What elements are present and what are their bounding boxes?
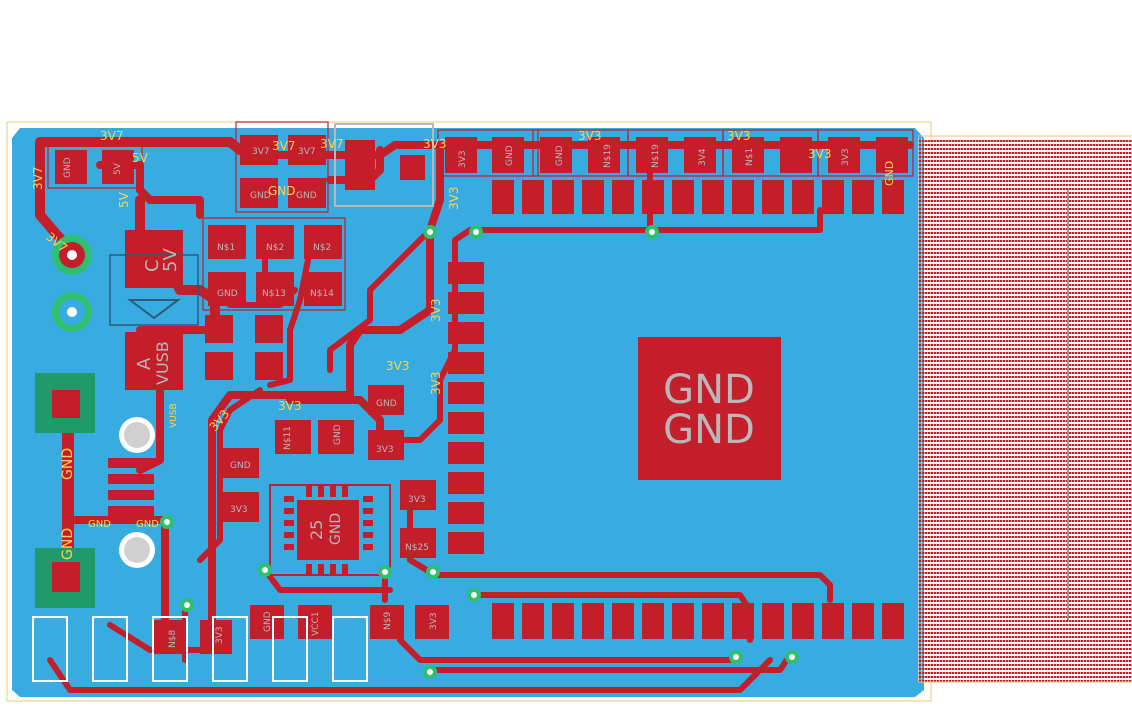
net-label-gnd: GND xyxy=(88,519,111,530)
module-pads-top xyxy=(492,180,904,214)
pad-label: 3V3 xyxy=(230,505,248,515)
top-caps xyxy=(235,121,434,213)
pad-label: GND xyxy=(263,611,273,632)
pad-label: N$14 xyxy=(310,289,334,299)
antenna-area xyxy=(918,135,1132,683)
pad-label: N$19 xyxy=(603,144,613,168)
usb-shield-pads xyxy=(35,373,155,608)
pad-label: 5V xyxy=(113,162,123,175)
net-label-3v7: 3V7 xyxy=(320,137,343,151)
pad-label: N$9 xyxy=(383,612,393,630)
pad-label: N$11 xyxy=(283,426,293,450)
diode-cathode-net: 5V xyxy=(160,248,181,272)
pad-label: 3V3 xyxy=(376,445,394,455)
resistor-grid xyxy=(202,217,346,380)
pad-labels: GND 5V 3V7 GND 3V7 GND N$1 N$2 N$2 GND N… xyxy=(63,147,439,648)
net-label-3v3: 3V3 xyxy=(808,147,831,161)
header-top xyxy=(437,129,914,177)
left-components xyxy=(47,145,199,516)
pad-label: N$13 xyxy=(262,289,286,299)
net-label-vusb: VUSB xyxy=(169,403,179,428)
diode-anode-label: A xyxy=(134,357,155,370)
component-text: C 5V A VUSB 25 GND xyxy=(134,248,344,545)
pad-label: 3V3 xyxy=(215,626,225,644)
qfn-ic xyxy=(269,484,391,576)
net-label-5v: 5V xyxy=(117,191,131,208)
module-pads-left xyxy=(448,262,484,554)
net-label-gnd: GND xyxy=(268,184,296,198)
pad-label: GND xyxy=(376,399,397,409)
pad-label: 3V3 xyxy=(429,612,439,630)
pad-label: N$2 xyxy=(266,243,284,253)
net-label-3v3: 3V3 xyxy=(429,299,443,322)
pad-label: GND xyxy=(63,157,73,178)
pad-label: N$19 xyxy=(651,144,661,168)
pad-label: 3V7 xyxy=(252,147,270,157)
net-label-3v7: 3V7 xyxy=(100,129,123,143)
net-label-3v3: 3V3 xyxy=(278,399,301,413)
ic-passives xyxy=(153,385,449,654)
pad-label: GND xyxy=(883,161,896,186)
net-label-3v7: 3V7 xyxy=(31,167,45,190)
pad-label: GND xyxy=(296,191,317,201)
header-labels: 3V3 GND GND N$19 N$19 3V4 N$1 3V3 GND xyxy=(458,144,896,186)
pad-label: GND xyxy=(230,461,251,471)
net-label-3v3: 3V3 xyxy=(429,372,443,395)
bottom-jumper-pads xyxy=(32,616,368,682)
pad-label: GND xyxy=(505,145,515,166)
net-label-3v3: 3V3 xyxy=(447,187,461,210)
pad-label: N$1 xyxy=(217,243,235,253)
pad-label: GND xyxy=(250,191,271,201)
pad-label: 3V3 xyxy=(841,148,851,166)
net-label-gnd: GND xyxy=(60,448,76,480)
net-label-3v7: 3V7 xyxy=(272,139,295,153)
thermal-pad-label-b: GND xyxy=(663,407,755,453)
pad-label: 3V3 xyxy=(408,495,426,505)
pad-label: N$8 xyxy=(168,630,178,648)
signal-vias xyxy=(160,225,799,679)
net-label-5v: 5V xyxy=(132,151,149,165)
diode-anode-net: VUSB xyxy=(153,341,172,385)
pad-label: 3V7 xyxy=(298,147,316,157)
ic-net-label: GND xyxy=(328,513,344,545)
net-label-3v3: 3V3 xyxy=(386,359,409,373)
pad-label: GND xyxy=(333,424,343,445)
ic-pin-label: 25 xyxy=(307,520,326,540)
pad-label: 3V3 xyxy=(458,150,468,168)
pad-label: 3V4 xyxy=(698,148,708,166)
net-label-gnd: GND xyxy=(60,528,76,560)
pad-label: N$25 xyxy=(405,543,429,553)
net-label-3v3: 3V3 xyxy=(727,129,750,143)
thermal-pad-label-a: GND xyxy=(663,367,755,413)
pad-label: GND xyxy=(555,145,565,166)
battery-vias xyxy=(52,235,92,332)
net-label-3v3: 3V3 xyxy=(578,129,601,143)
diode-cathode-label: C xyxy=(142,259,163,272)
pad-label: N$1 xyxy=(745,148,755,166)
thermal-pad: GND GND xyxy=(638,337,781,480)
pad-label: GND xyxy=(217,289,238,299)
net-label-gnd: GND xyxy=(136,519,159,530)
pad-label: VCC1 xyxy=(311,612,321,636)
net-label-3v3: 3V3 xyxy=(423,137,446,151)
module-pads-bottom xyxy=(492,603,904,639)
pad-label: N$2 xyxy=(313,243,331,253)
